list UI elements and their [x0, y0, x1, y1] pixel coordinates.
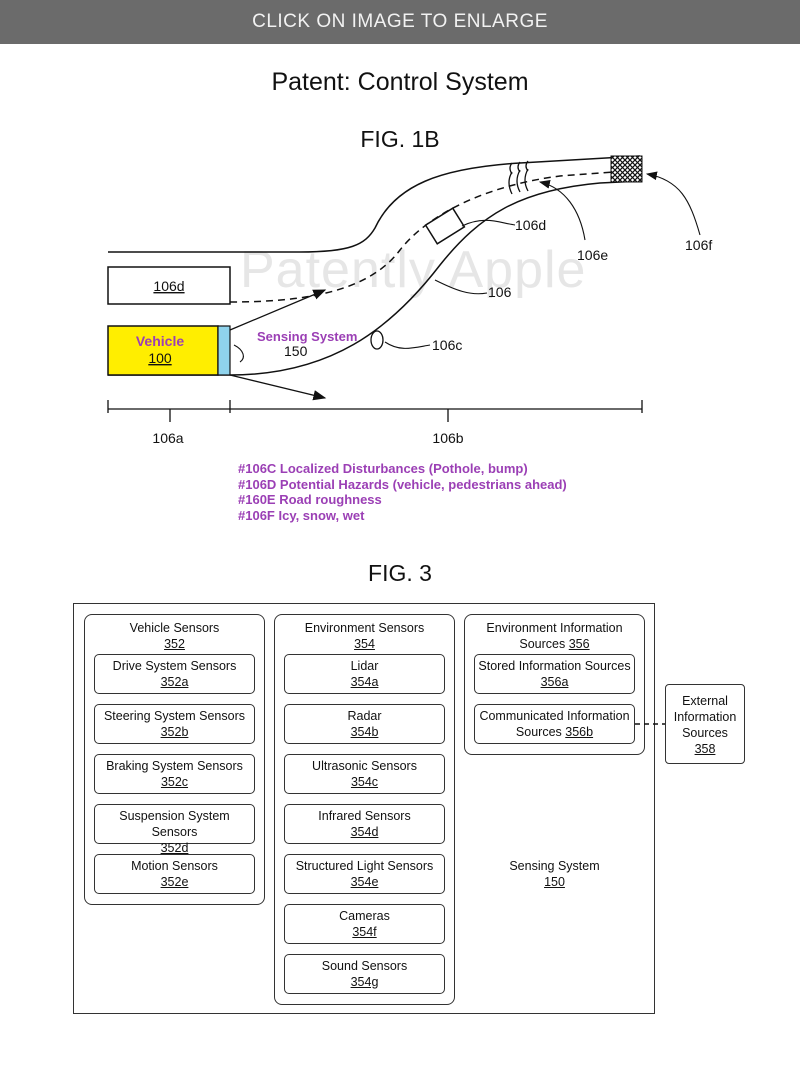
sensor-box: Radar 354b [284, 704, 445, 744]
label-text: 354a [350, 675, 379, 689]
label-text: Structured Light Sensors [295, 859, 434, 873]
sensor-box [217, 325, 231, 376]
sensor-box: Sound Sensors 354g [284, 954, 445, 994]
road-top-edge [108, 155, 641, 253]
label-text: Sources [682, 726, 728, 740]
ref-106f: 106f [685, 237, 712, 253]
sensing-system-frame [73, 603, 655, 1014]
external-info-box: External Information Sources 358 [665, 684, 745, 764]
ref-106c: 106c [432, 337, 462, 353]
stored-info-box: Stored Information Sources 356a [474, 654, 635, 694]
label-text: Sound Sensors [321, 959, 408, 973]
watermark: Patently Apple [240, 241, 587, 299]
env-info-title: Environment Information [486, 621, 623, 635]
ref-106: 106 [488, 284, 512, 300]
label-text: Cameras [339, 909, 390, 923]
note-line: #160E Road roughness [238, 492, 382, 507]
label-text: 354c [350, 775, 379, 789]
label-text: Stored Information Sources [478, 659, 631, 673]
sensor-box: Ultrasonic Sensors 354c [284, 754, 445, 794]
fig-1b-diagram: 106d Vehicle 100 Sensing System 150 106d… [107, 155, 712, 446]
label-text: 354f [352, 925, 377, 939]
note-line: #106F Icy, snow, wet [238, 507, 365, 523]
label-text: Sensing System [509, 859, 600, 873]
sensor-box: Infrared Sensors 354d [284, 804, 445, 844]
label-text: Sources [515, 725, 562, 739]
fig-1b-label: FIG. 1B [360, 126, 440, 152]
fig-3-label: FIG. 3 [368, 560, 432, 586]
ref-106a: 106a [152, 430, 183, 446]
label-text: 356b [565, 725, 594, 739]
sensor-arrow-upper [229, 289, 327, 331]
label-text: 352e [160, 875, 189, 889]
ref-106b: 106b [432, 430, 463, 446]
label-text: 352b [160, 725, 189, 739]
label-text: Information [673, 710, 737, 724]
label-text: 358 [694, 742, 716, 756]
env-info-number: 356 [568, 637, 590, 651]
label-text: Radar [347, 709, 382, 723]
label-text: External [682, 694, 728, 708]
ref-106d: 106d [515, 217, 546, 233]
label-text: Drive System Sensors [112, 659, 237, 673]
ref-106e: 106e [577, 247, 608, 263]
label-text: 352d [160, 841, 189, 855]
label-text: 150 [544, 875, 565, 889]
label-text: 354b [350, 725, 379, 739]
label-text: Ultrasonic Sensors [312, 759, 417, 773]
label-text: 352a [160, 675, 189, 689]
note-line: #106D Potential Hazards (vehicle, pedest… [238, 476, 567, 492]
label-text: Infrared Sensors [318, 809, 411, 823]
vehicle-number: 100 [148, 350, 172, 366]
sensor-box: Suspension System Sensors 352d [94, 804, 255, 855]
environment-sensors-title: Environment Sensors [304, 621, 425, 635]
sensing-system-number: 150 [284, 343, 308, 359]
communicated-info-box: Communicated Information Sources 356b [474, 704, 635, 744]
label-text: 354d [350, 825, 379, 839]
sensor-box: Structured Light Sensors 354e [284, 854, 445, 894]
label-text: 356a [540, 675, 569, 689]
label-text: Motion Sensors [131, 859, 218, 873]
fig-1b-notes: #106C Localized Disturbances (Pothole, b… [238, 461, 567, 523]
label-text: 354g [350, 975, 379, 989]
enlarge-banner[interactable]: CLICK ON IMAGE TO ENLARGE [0, 0, 800, 44]
pothole [370, 330, 384, 350]
hazard-vehicle [424, 207, 466, 245]
note-line: #106C Localized Disturbances (Pothole, b… [238, 461, 528, 476]
sensor-box: Cameras 354f [284, 904, 445, 944]
box-106d [107, 266, 231, 305]
box-106d-label: 106d [153, 278, 184, 294]
sensor-box: Steering System Sensors 352b [94, 704, 255, 744]
label-text: 352c [160, 775, 189, 789]
sensing-system-label: Sensing System [257, 329, 357, 344]
env-info-title-2: Sources [519, 637, 566, 651]
sensor-box: Motion Sensors 352e [94, 854, 255, 894]
sensor-box: Drive System Sensors 352a [94, 654, 255, 694]
label-text: Lidar [350, 659, 379, 673]
environment-sensors-number: 354 [354, 637, 375, 651]
vehicle-sensors-title: Vehicle Sensors [129, 621, 220, 635]
vehicle-name: Vehicle [136, 333, 184, 349]
vehicle-sensors-number: 352 [164, 637, 185, 651]
label-text: Braking System Sensors [106, 759, 243, 773]
label-text: 354e [350, 875, 379, 889]
road-bottom-edge [108, 180, 641, 376]
label-text: Suspension System Sensors [119, 809, 230, 839]
sensor-arrow-lower [229, 374, 327, 401]
sensor-box: Lidar 354a [284, 654, 445, 694]
page-title: Patent: Control System [271, 68, 529, 96]
label-text: Steering System Sensors [103, 709, 246, 723]
sensor-box: Braking System Sensors 352c [94, 754, 255, 794]
sensing-system-caption: Sensing System 150 [484, 858, 625, 890]
label-text: Communicated Information [479, 709, 630, 723]
icy-patch [610, 155, 643, 183]
